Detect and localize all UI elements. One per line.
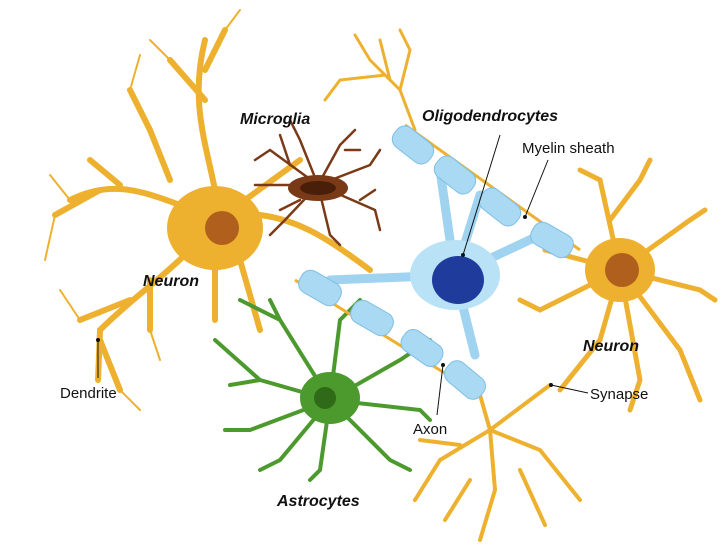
left-neuron-nucleus (205, 211, 239, 245)
oligodendrocyte-nucleus (432, 256, 484, 304)
label-dendrite: Dendrite (60, 385, 117, 402)
label-oligodendrocytes: Oligodendrocytes (422, 108, 558, 125)
synapse-tree (413, 383, 582, 542)
label-axon: Axon (413, 421, 447, 438)
oligodendrocyte-cell (325, 165, 545, 360)
label-synapse: Synapse (590, 386, 648, 403)
label-neuron-left: Neuron (143, 273, 199, 290)
astrocyte-cell (213, 298, 432, 482)
microglia-cell (253, 118, 382, 247)
left-neuron (44, 9, 373, 411)
right-neuron (517, 157, 718, 413)
label-neuron-right: Neuron (583, 338, 639, 355)
label-astrocytes: Astrocytes (276, 493, 360, 510)
myelinated-axons (294, 123, 581, 400)
leader-lines (96, 134, 589, 416)
right-neuron-nucleus (605, 253, 639, 287)
label-microglia: Microglia (240, 111, 310, 128)
upper-dendrite-tree (323, 28, 417, 132)
label-myelin-sheath: Myelin sheath (522, 140, 615, 157)
